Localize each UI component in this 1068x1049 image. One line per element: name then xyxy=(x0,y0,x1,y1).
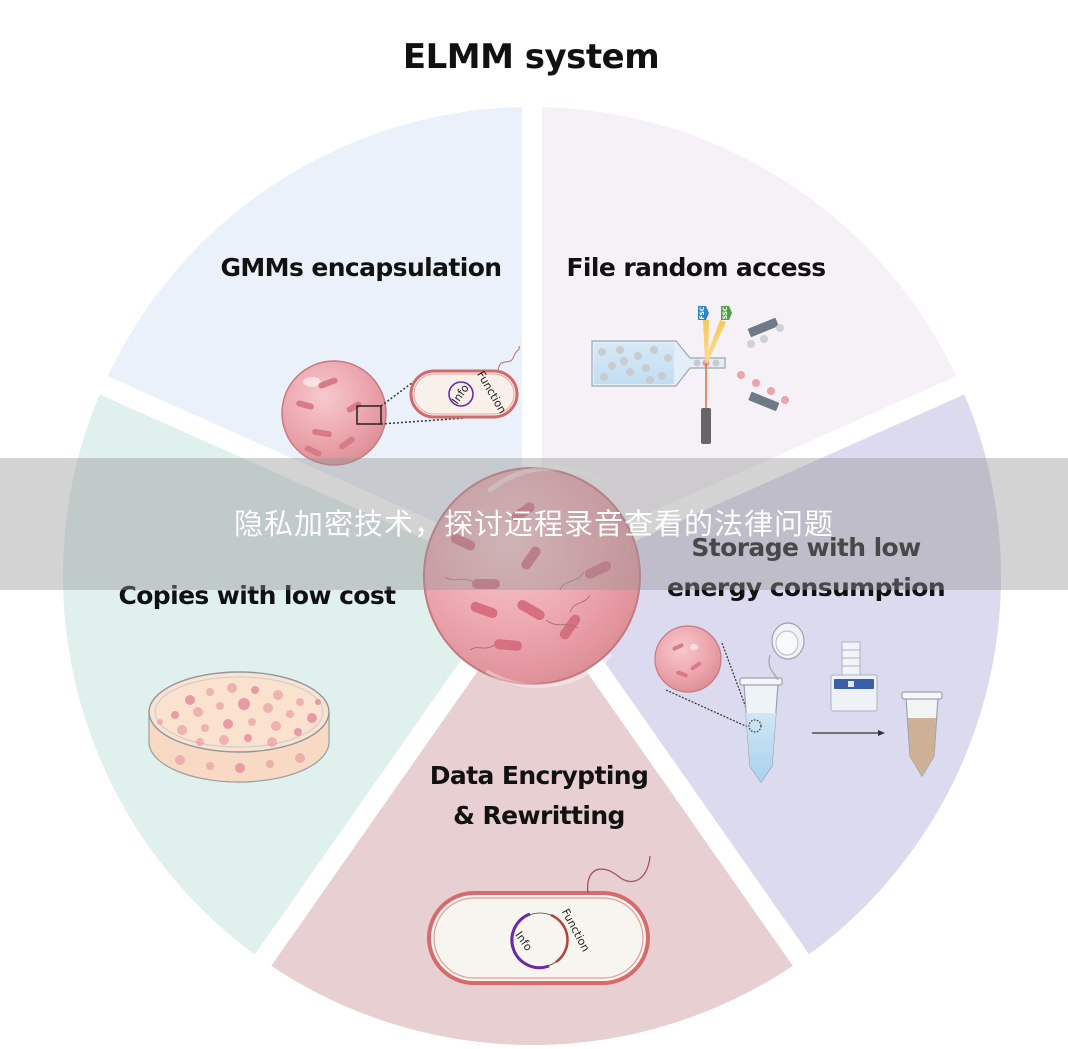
ssc-detector-icon: SSC xyxy=(721,306,732,320)
colony xyxy=(296,698,304,706)
watermark-banner: 隐私加密技术，探讨远程录音查看的法律问题 xyxy=(0,458,1068,590)
colony xyxy=(206,688,214,696)
diagram-title: ELMM system xyxy=(403,37,659,77)
svg-text:SSC: SSC xyxy=(722,306,729,319)
bacterium-cell-icon: Info Function xyxy=(409,345,520,419)
sector-storage-low-energy: Storage with low energy consumption xyxy=(654,533,946,784)
colony xyxy=(171,711,179,719)
petri-dish-icon xyxy=(148,671,330,783)
positive-plate-icon xyxy=(748,391,780,411)
colony xyxy=(206,762,214,770)
colony xyxy=(175,755,185,765)
colony xyxy=(286,710,294,718)
sector-file-random-access: File random access FSC SSC xyxy=(566,253,826,444)
colony xyxy=(266,760,274,768)
small-sphere-icon xyxy=(654,625,722,693)
sector-encrypting xyxy=(264,588,800,1045)
svg-text:FSC: FSC xyxy=(699,306,706,319)
negative-plate-icon xyxy=(747,317,779,337)
gmms-label: GMMs encapsulation xyxy=(220,253,501,282)
zoom-box-icon xyxy=(356,405,382,425)
sector-copies-low-cost: Copies with low cost xyxy=(118,581,397,783)
fsc-detector-icon: FSC xyxy=(698,306,709,320)
colony xyxy=(251,686,259,694)
colony xyxy=(273,690,283,700)
colony xyxy=(235,763,245,773)
colony xyxy=(294,728,302,736)
sector-data-encrypting: Data Encrypting & Rewritting Info Functi… xyxy=(427,761,651,985)
colony xyxy=(223,719,233,729)
colony xyxy=(267,737,277,747)
encrypting-label-line2: & Rewritting xyxy=(453,801,625,830)
colony xyxy=(238,698,250,710)
colony xyxy=(193,707,203,717)
freeze-dryer-icon xyxy=(830,641,878,712)
sector-copies xyxy=(63,386,521,959)
colony xyxy=(315,699,321,705)
colony xyxy=(185,695,195,705)
gmm-sphere-icon xyxy=(281,360,387,466)
sector-gmms-encapsulation: GMMs encapsulation Info Function xyxy=(220,253,520,466)
colony xyxy=(201,724,209,732)
storage-label-line2: energy consumption xyxy=(667,573,945,602)
microtube-icon xyxy=(739,622,805,784)
colony xyxy=(244,734,252,742)
colony xyxy=(219,735,229,745)
colony xyxy=(157,719,163,725)
flow-cytometer-icon: FSC SSC xyxy=(591,306,789,444)
colony xyxy=(307,713,317,723)
file-access-label: File random access xyxy=(566,253,825,282)
colony xyxy=(227,683,237,693)
colony xyxy=(295,753,305,763)
sector-gmms xyxy=(105,107,534,568)
dried-tube-icon xyxy=(901,691,943,778)
bacterium-plasmid-icon: Info Function xyxy=(427,855,651,985)
colony xyxy=(271,721,281,731)
encrypting-label-line1: Data Encrypting xyxy=(430,761,649,790)
laser-icon xyxy=(701,408,711,444)
central-gmm-sphere-icon xyxy=(423,465,641,688)
colony xyxy=(196,738,204,746)
copies-label: Copies with low cost xyxy=(118,581,396,610)
colony xyxy=(248,718,256,726)
sector-file_access xyxy=(530,107,959,568)
colony xyxy=(177,725,187,735)
colony xyxy=(263,703,273,713)
storage-label-line1: Storage with low xyxy=(691,533,921,562)
banner-text: 隐私加密技术，探讨远程录音查看的法律问题 xyxy=(233,507,834,541)
colony xyxy=(216,702,224,710)
